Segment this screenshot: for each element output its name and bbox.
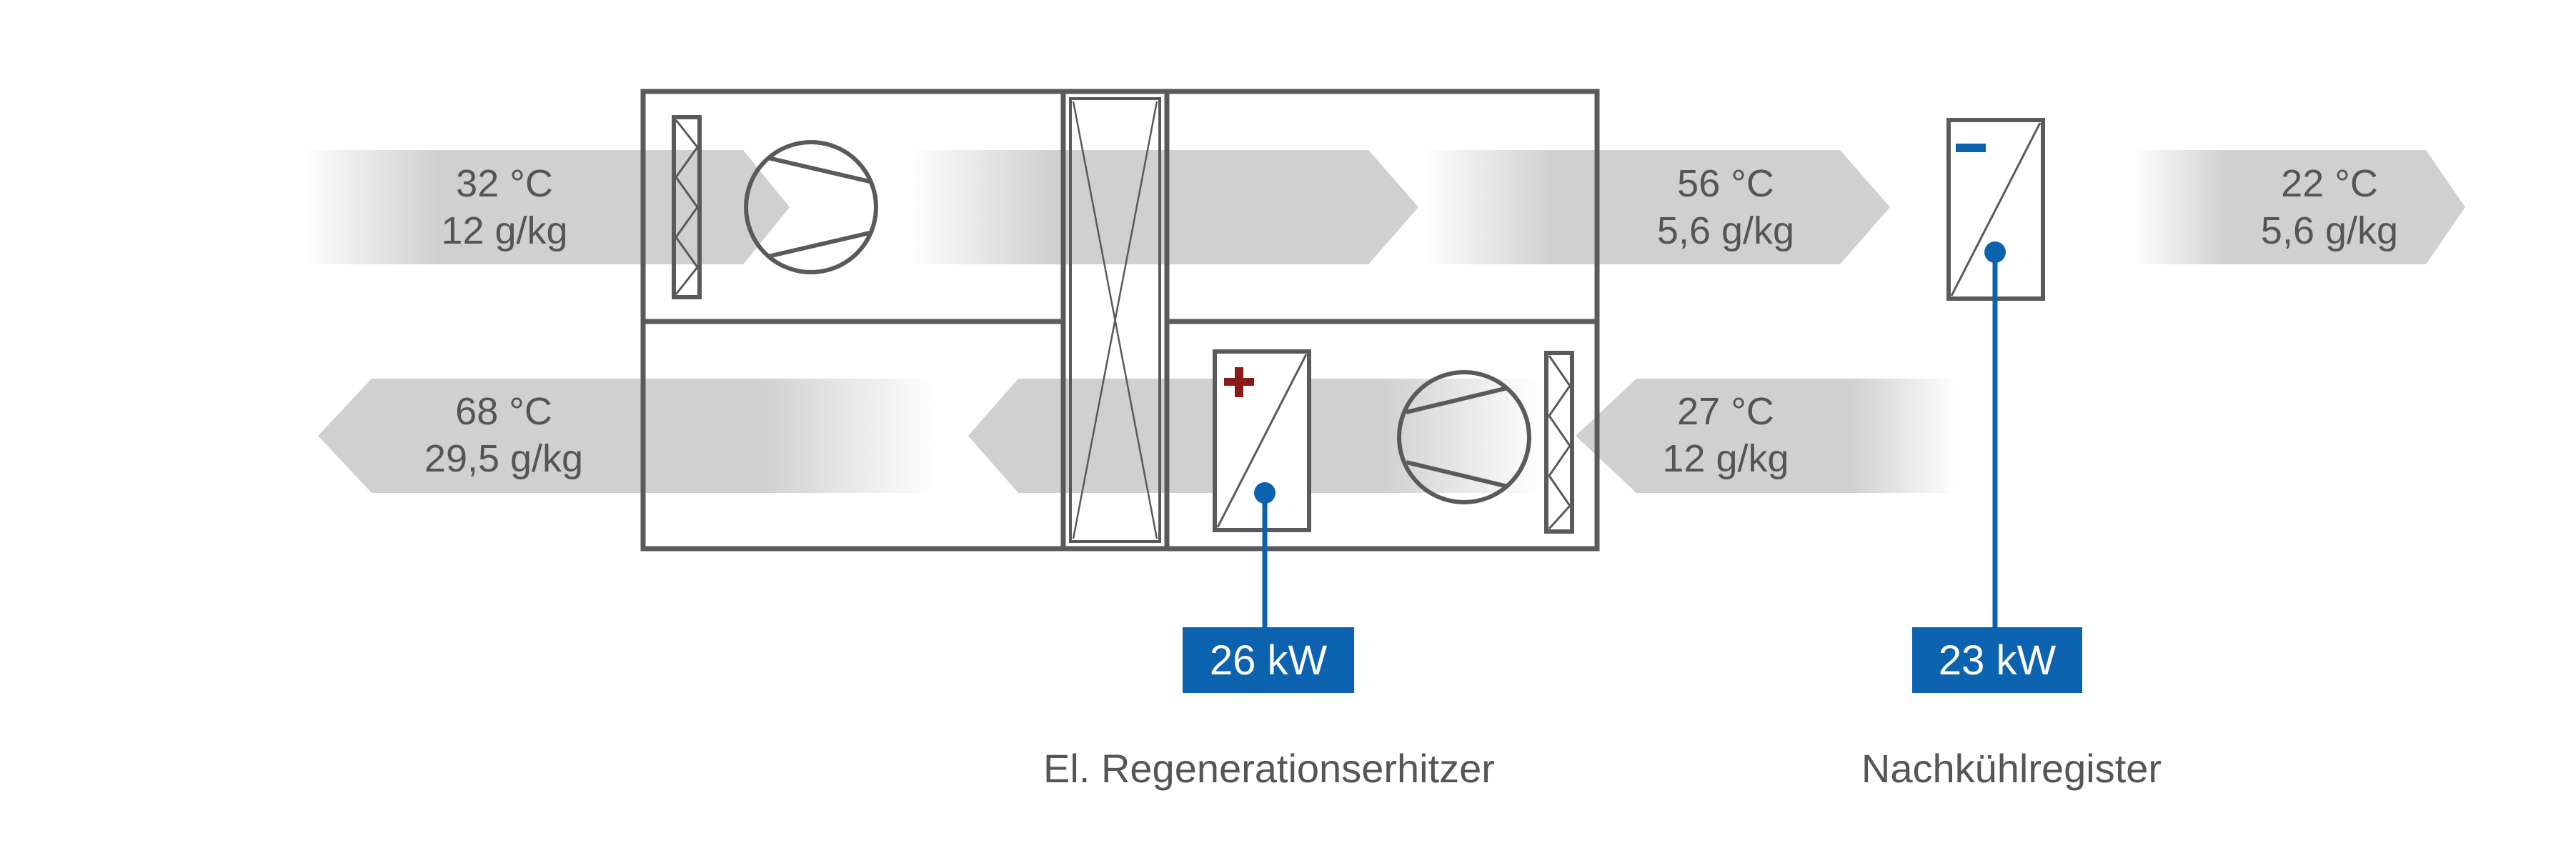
filter-bottom xyxy=(1544,351,1574,534)
outside-air-temperature: 32 °C xyxy=(456,162,553,205)
plus-icon xyxy=(1224,367,1254,397)
flow-arrow-dried-air xyxy=(1422,150,1890,264)
filter-top xyxy=(672,115,702,299)
cooler-power-box xyxy=(1912,627,2082,693)
supply-air-humidity: 5,6 g/kg xyxy=(2261,209,2398,252)
cooler-caption: Nachkühlregister xyxy=(1861,746,2162,791)
heater-power-box xyxy=(1183,627,1354,693)
minus-icon xyxy=(1956,144,1986,152)
desiccant-wheel xyxy=(1069,97,1161,543)
exhaust-air-humidity: 29,5 g/kg xyxy=(424,437,583,480)
heater-caption: El. Regenerationserhitzer xyxy=(1043,746,1495,791)
dried-air-humidity: 5,6 g/kg xyxy=(1657,209,1794,252)
heater-power-label: 26 kW xyxy=(1210,637,1328,684)
outside-air-humidity: 12 g/kg xyxy=(441,209,567,252)
return-air-humidity: 12 g/kg xyxy=(1662,437,1789,480)
return-air-temperature: 27 °C xyxy=(1677,390,1774,433)
cooler-power-label: 23 kW xyxy=(1939,637,2057,684)
fan-bottom xyxy=(1397,370,1531,504)
flow-arrow-outside-air xyxy=(300,150,790,264)
flow-arrow-exhaust-air xyxy=(318,379,936,493)
flow-arrow-process-air xyxy=(907,150,1418,264)
cooler-connection-dot xyxy=(1984,241,2006,263)
unit-housing xyxy=(640,89,1600,552)
supply-air-temperature: 22 °C xyxy=(2281,162,2378,205)
exhaust-air-temperature: 68 °C xyxy=(455,390,552,433)
fan-top xyxy=(744,140,878,274)
dried-air-temperature: 56 °C xyxy=(1677,162,1774,205)
flow-arrow-return-air xyxy=(1576,379,1958,493)
flow-arrow-supply-air xyxy=(2133,150,2465,264)
heater-connection-dot xyxy=(1254,482,1275,504)
